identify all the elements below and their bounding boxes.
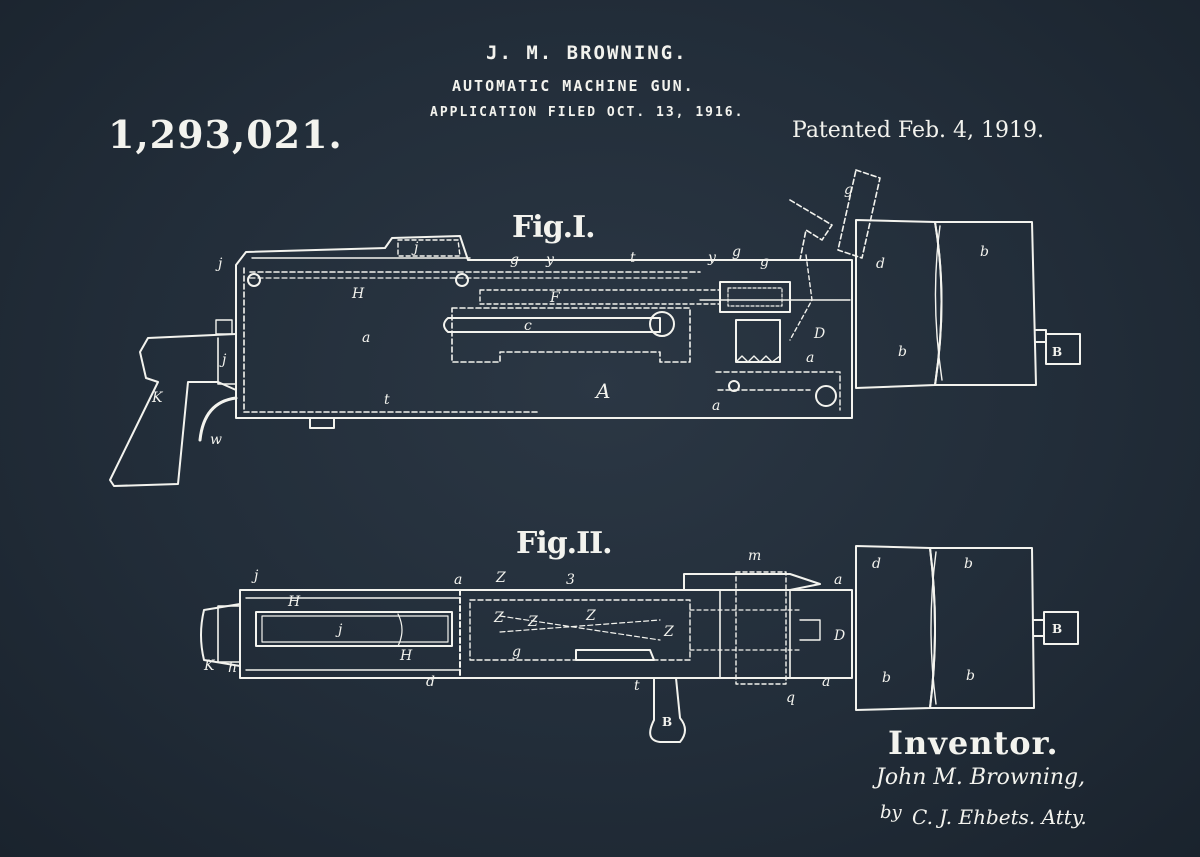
svg-text:B: B <box>1052 622 1062 636</box>
svg-text:B: B <box>1052 345 1062 359</box>
inventor-label: Inventor. <box>888 724 1059 762</box>
svg-text:c: c <box>524 318 532 334</box>
invention-title: AUTOMATIC MACHINE GUN. <box>452 77 695 95</box>
inventor-name: J. M. BROWNING. <box>486 42 688 64</box>
svg-text:K: K <box>203 658 216 674</box>
svg-text:t: t <box>630 250 636 266</box>
svg-text:a: a <box>822 674 830 690</box>
svg-text:d: d <box>876 256 885 272</box>
svg-text:g: g <box>512 644 521 660</box>
svg-text:g: g <box>760 254 769 270</box>
svg-text:j: j <box>335 622 343 638</box>
svg-text:b: b <box>898 344 907 360</box>
svg-text:b: b <box>882 670 891 686</box>
svg-text:3: 3 <box>566 572 575 588</box>
svg-text:y: y <box>545 252 555 268</box>
svg-text:B: B <box>662 715 672 729</box>
svg-text:H: H <box>287 594 301 610</box>
svg-text:g: g <box>510 252 519 268</box>
svg-text:j: j <box>251 568 259 584</box>
svg-text:D: D <box>813 326 825 342</box>
figure-1-label: Fig.I. <box>512 210 596 245</box>
figure-2-label: Fig.II. <box>516 526 613 561</box>
svg-text:h: h <box>228 660 237 676</box>
svg-text:q: q <box>786 690 795 706</box>
svg-text:g: g <box>732 244 741 260</box>
signature-line-1: John M. Browning, <box>872 765 1085 790</box>
svg-text:t: t <box>384 392 390 408</box>
svg-text:g: g <box>844 182 853 198</box>
svg-text:H: H <box>399 648 413 664</box>
svg-text:b: b <box>964 556 973 572</box>
svg-text:F: F <box>549 290 561 306</box>
svg-text:y: y <box>707 250 717 266</box>
patented-date: Patented Feb. 4, 1919. <box>792 118 1045 143</box>
signature-line-3: C. J. Ehbets. Atty. <box>912 805 1087 829</box>
signature-line-2: by <box>880 802 903 823</box>
svg-text:a: a <box>712 398 720 414</box>
svg-text:d: d <box>872 556 881 572</box>
patent-number: 1,293,021. <box>108 112 343 157</box>
svg-text:b: b <box>980 244 989 260</box>
filing-date: APPLICATION FILED OCT. 13, 1916. <box>430 105 745 120</box>
svg-text:j: j <box>411 240 419 256</box>
svg-text:a: a <box>362 330 370 346</box>
svg-text:Z: Z <box>493 610 504 626</box>
svg-text:m: m <box>748 548 761 564</box>
svg-text:H: H <box>351 286 365 302</box>
svg-text:K: K <box>151 390 164 406</box>
svg-text:Z: Z <box>663 624 674 640</box>
svg-text:a: a <box>834 572 842 588</box>
svg-text:Z: Z <box>585 608 596 624</box>
svg-text:Z: Z <box>527 614 538 630</box>
svg-text:d: d <box>426 674 435 690</box>
svg-text:j: j <box>215 256 223 272</box>
svg-text:Z: Z <box>495 570 506 586</box>
svg-text:a: a <box>806 350 814 366</box>
svg-text:D: D <box>833 628 845 644</box>
svg-text:A: A <box>594 379 610 403</box>
svg-text:w: w <box>210 432 222 448</box>
svg-text:b: b <box>966 668 975 684</box>
svg-text:j: j <box>219 352 227 368</box>
svg-text:a: a <box>454 572 462 588</box>
svg-text:t: t <box>634 678 640 694</box>
